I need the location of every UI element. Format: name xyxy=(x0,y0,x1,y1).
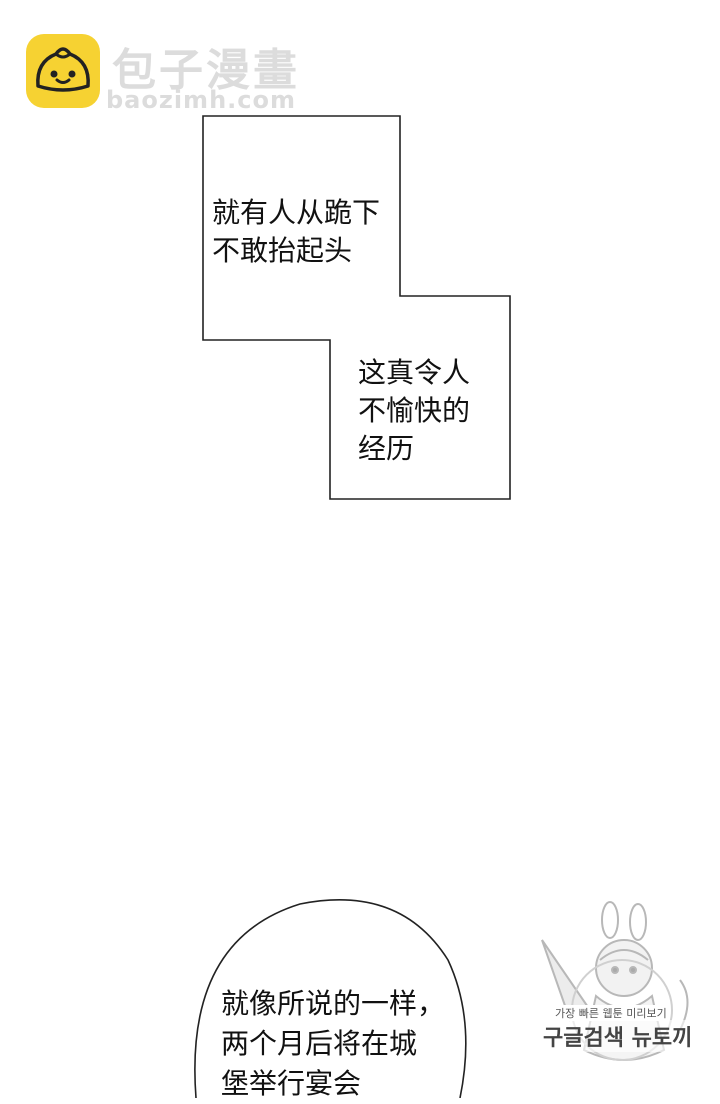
caption-line: 经历 xyxy=(358,432,415,465)
caption-box-1-outline xyxy=(202,115,511,500)
site-url[interactable]: baozimh.com xyxy=(106,86,296,114)
speech-bubble: 就像所说的一样， 两个月后将在城 堡举行宴会 xyxy=(221,984,445,1104)
speech-bubble-outline xyxy=(194,899,467,1098)
bubble-line: 两个月后将在城 xyxy=(221,1027,418,1060)
site-name[interactable]: 包子漫畫 xyxy=(112,45,300,96)
caption-box-2: 这真令人 不愉快的 经历 xyxy=(358,354,470,468)
caption-line: 这真令人 xyxy=(358,356,471,389)
caption-line: 就有人从跪下 xyxy=(212,196,381,229)
bubble-line: 就像所说的一样， xyxy=(221,987,446,1020)
caption-box-1: 就有人从跪下 不敢抬起头 xyxy=(212,194,380,270)
caption-line: 不愉快的 xyxy=(358,394,471,427)
bunny-girl-mascot-icon xyxy=(541,901,689,1061)
caption-line: 不敢抬起头 xyxy=(212,234,353,267)
watermark-search-text: 구글검색 뉴토끼 xyxy=(543,1020,693,1052)
bun-face-icon xyxy=(26,34,100,108)
bubble-line: 堡举行宴会 xyxy=(221,1067,362,1100)
watermark-tagline: 가장 빠른 웹툰 미리보기 xyxy=(553,1005,669,1021)
